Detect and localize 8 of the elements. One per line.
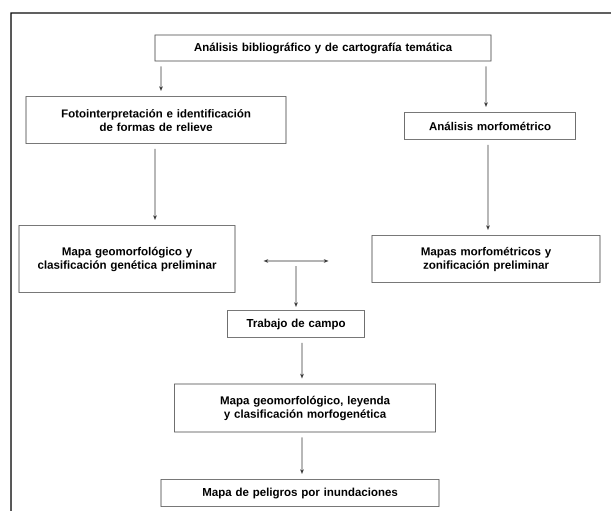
process-box: Análisis bibliográfico y de cartografía temática: [154, 34, 492, 62]
process-box: Mapa geomorfológico, leyenda y clasificación morfogenética: [174, 384, 436, 432]
process-box: Mapa de peligros por inundaciones: [160, 479, 440, 507]
process-box: Trabajo de campo: [227, 310, 365, 338]
process-box: Mapas morfométricos y zonificación preliminar: [372, 235, 600, 283]
process-box: Análisis morfométrico: [404, 112, 576, 140]
process-box: Fotointerpretación e identificación de formas de relieve: [26, 96, 286, 144]
process-box: Mapa geomorfológico y clasificación genética preliminar: [18, 225, 236, 293]
